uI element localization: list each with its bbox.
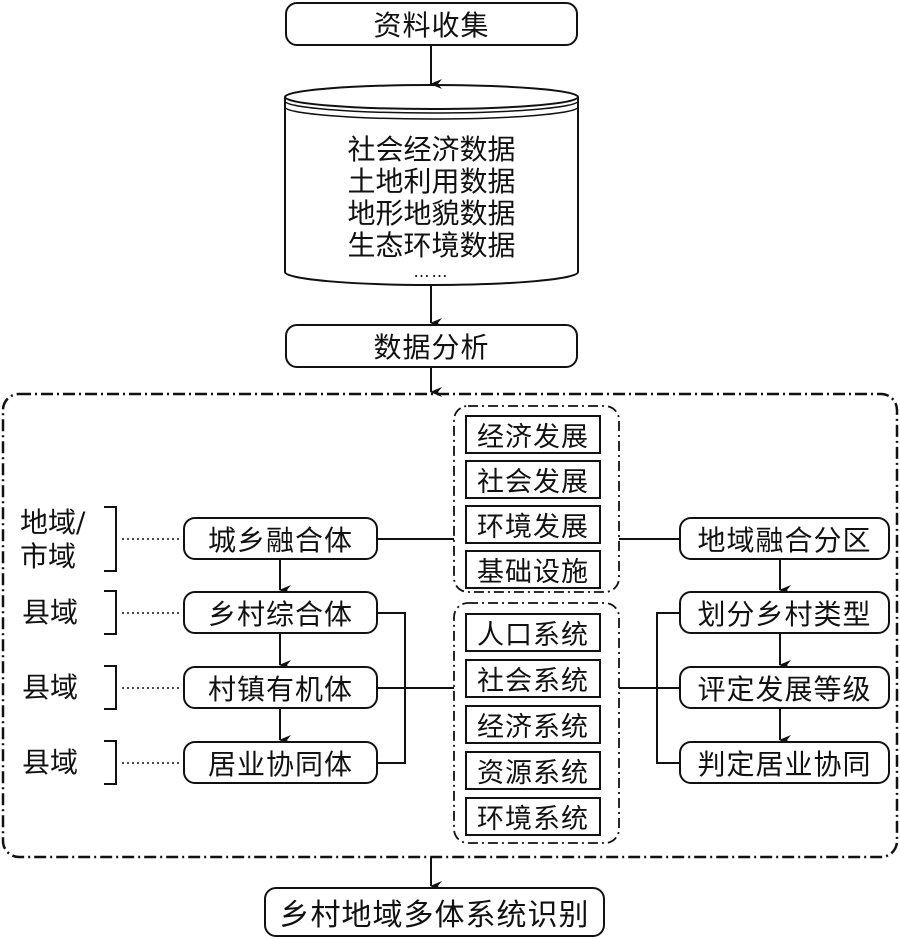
dev-item-economic: 经济发展 xyxy=(465,415,601,454)
db-item-landuse: 土地利用数据 xyxy=(347,165,516,198)
scale-label-regional: 地域/ 市域 xyxy=(20,506,85,574)
step-data-collection: 资料收集 xyxy=(285,2,578,46)
scale-brackets xyxy=(104,506,117,785)
analysis-container xyxy=(1,392,899,859)
assess-development-level-box: 评定发展等级 xyxy=(679,666,890,709)
scale-label-line1: 地域/ xyxy=(20,506,86,539)
scale-label-county-1: 县域 xyxy=(22,596,79,629)
sys-item-economic: 经济系统 xyxy=(465,705,601,744)
db-item-ecology: 生态环境数据 xyxy=(347,229,516,262)
sys-item-environment: 环境系统 xyxy=(465,797,601,836)
rural-complex-box: 乡村综合体 xyxy=(183,591,378,634)
systems-group-frame xyxy=(453,602,620,844)
classify-rural-types-box: 划分乡村类型 xyxy=(679,591,890,634)
dotted-leaders xyxy=(122,538,182,764)
village-town-organism-box: 村镇有机体 xyxy=(183,666,378,709)
urban-rural-fusion-box: 城乡融合体 xyxy=(183,517,378,560)
scale-label-county-2: 县域 xyxy=(22,671,79,704)
db-item-socioeconomic: 社会经济数据 xyxy=(347,133,516,166)
db-item-landform: 地形地貌数据 xyxy=(347,197,516,230)
scale-label-line2: 市域 xyxy=(20,540,77,573)
dev-item-environment: 环境发展 xyxy=(465,505,601,544)
regional-fusion-zoning-box: 地域融合分区 xyxy=(679,517,890,560)
dev-item-infrastructure: 基础设施 xyxy=(465,550,601,589)
scale-label-county-3: 县域 xyxy=(22,746,79,779)
determine-synergy-box: 判定居业协同 xyxy=(679,741,890,784)
living-industry-synergy-box: 居业协同体 xyxy=(183,741,378,784)
dev-item-social: 社会发展 xyxy=(465,460,601,499)
connector-lines xyxy=(378,538,679,764)
sys-item-population: 人口系统 xyxy=(465,613,601,652)
development-group-frame xyxy=(453,405,620,593)
sys-item-social: 社会系统 xyxy=(465,659,601,698)
final-identification-box: 乡村地域多体系统识别 xyxy=(264,887,605,937)
sys-item-resource: 资源系统 xyxy=(465,751,601,790)
db-ellipsis: …… xyxy=(413,262,450,281)
step-data-analysis: 数据分析 xyxy=(285,324,578,368)
